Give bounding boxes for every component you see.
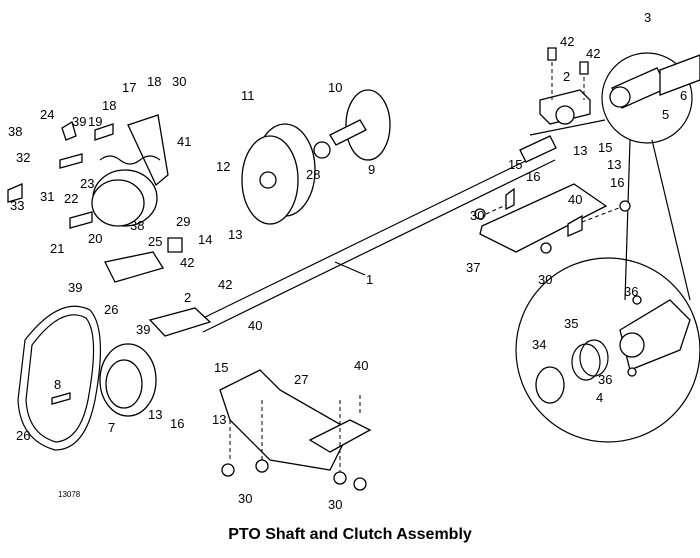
callout-18: 18 xyxy=(102,98,116,113)
idler-assembly xyxy=(7,114,169,229)
lower-pulley-and-bracket xyxy=(99,237,212,417)
callout-29: 29 xyxy=(176,214,190,229)
callout-12: 12 xyxy=(216,159,230,174)
callout-16: 16 xyxy=(610,175,624,190)
callout-22: 22 xyxy=(64,191,78,206)
callout-31: 31 xyxy=(40,189,54,204)
electric-clutch xyxy=(241,123,316,225)
bearing-bracket-right xyxy=(539,47,591,125)
callout-34: 34 xyxy=(532,337,546,352)
callout-36: 36 xyxy=(624,284,638,299)
callout-1: 1 xyxy=(366,272,373,287)
callout-13: 13 xyxy=(607,157,621,172)
callout-labels: 3424226515131516131640303730363534364110… xyxy=(8,10,687,512)
callout-16: 16 xyxy=(526,169,540,184)
callout-42: 42 xyxy=(180,255,194,270)
leader-line xyxy=(334,261,366,276)
callout-13: 13 xyxy=(573,143,587,158)
callout-2: 2 xyxy=(563,69,570,84)
parts-diagram: 3424226515131516131640303730363534364110… xyxy=(7,10,700,512)
callout-42: 42 xyxy=(218,277,232,292)
callout-15: 15 xyxy=(214,360,228,375)
callout-27: 27 xyxy=(294,372,308,387)
callout-30: 30 xyxy=(328,497,342,512)
callout-4: 4 xyxy=(596,390,603,405)
callout-38: 38 xyxy=(130,218,144,233)
callout-10: 10 xyxy=(328,80,342,95)
callout-35: 35 xyxy=(564,316,578,331)
callout-5: 5 xyxy=(662,107,669,122)
figure-number: 13078 xyxy=(58,490,81,499)
diagram-title: PTO Shaft and Clutch Assembly xyxy=(228,526,472,543)
universal-joint-detail xyxy=(515,257,700,443)
callout-30: 30 xyxy=(538,272,552,287)
callout-23: 23 xyxy=(80,176,94,191)
callout-41: 41 xyxy=(177,134,191,149)
callout-24: 24 xyxy=(40,107,54,122)
callout-3: 3 xyxy=(644,10,651,25)
callout-39: 39 xyxy=(136,322,150,337)
callout-13: 13 xyxy=(212,412,226,427)
callout-30: 30 xyxy=(172,74,186,89)
callout-40: 40 xyxy=(568,192,582,207)
coupling-detail xyxy=(529,52,700,144)
callout-19: 19 xyxy=(88,114,102,129)
callout-32: 32 xyxy=(16,150,30,165)
callout-39: 39 xyxy=(72,114,86,129)
callout-42: 42 xyxy=(560,34,574,49)
drive-belt xyxy=(17,305,102,451)
callout-25: 25 xyxy=(148,234,162,249)
callout-30: 30 xyxy=(238,491,252,506)
callout-20: 20 xyxy=(88,231,102,246)
callout-14: 14 xyxy=(198,232,212,247)
callout-36: 36 xyxy=(598,372,612,387)
callout-33: 33 xyxy=(10,198,24,213)
callout-38: 38 xyxy=(8,124,22,139)
callout-15: 15 xyxy=(508,157,522,172)
callout-15: 15 xyxy=(598,140,612,155)
callout-11: 11 xyxy=(241,88,255,103)
callout-9: 9 xyxy=(368,162,375,177)
callout-18: 18 xyxy=(147,74,161,89)
callout-30: 30 xyxy=(470,208,484,223)
callout-2: 2 xyxy=(184,290,191,305)
callout-13: 13 xyxy=(228,227,242,242)
shaft-tube-outline xyxy=(624,139,691,301)
callout-8: 8 xyxy=(54,377,61,392)
callout-17: 17 xyxy=(122,80,136,95)
callout-28: 28 xyxy=(306,167,320,182)
callout-42: 42 xyxy=(586,46,600,61)
callout-21: 21 xyxy=(50,241,64,256)
callout-26: 26 xyxy=(104,302,118,317)
pto-shaft xyxy=(194,135,557,333)
lower-support-bracket xyxy=(219,369,372,491)
callout-13: 13 xyxy=(148,407,162,422)
callout-16: 16 xyxy=(170,416,184,431)
callout-26: 26 xyxy=(16,428,30,443)
callout-40: 40 xyxy=(248,318,262,333)
callout-40: 40 xyxy=(354,358,368,373)
callout-39: 39 xyxy=(68,280,82,295)
callout-7: 7 xyxy=(108,420,115,435)
callout-37: 37 xyxy=(466,260,480,275)
shaft-support-bracket xyxy=(474,183,631,254)
clutch-hub xyxy=(313,89,391,161)
callout-6: 6 xyxy=(680,88,687,103)
